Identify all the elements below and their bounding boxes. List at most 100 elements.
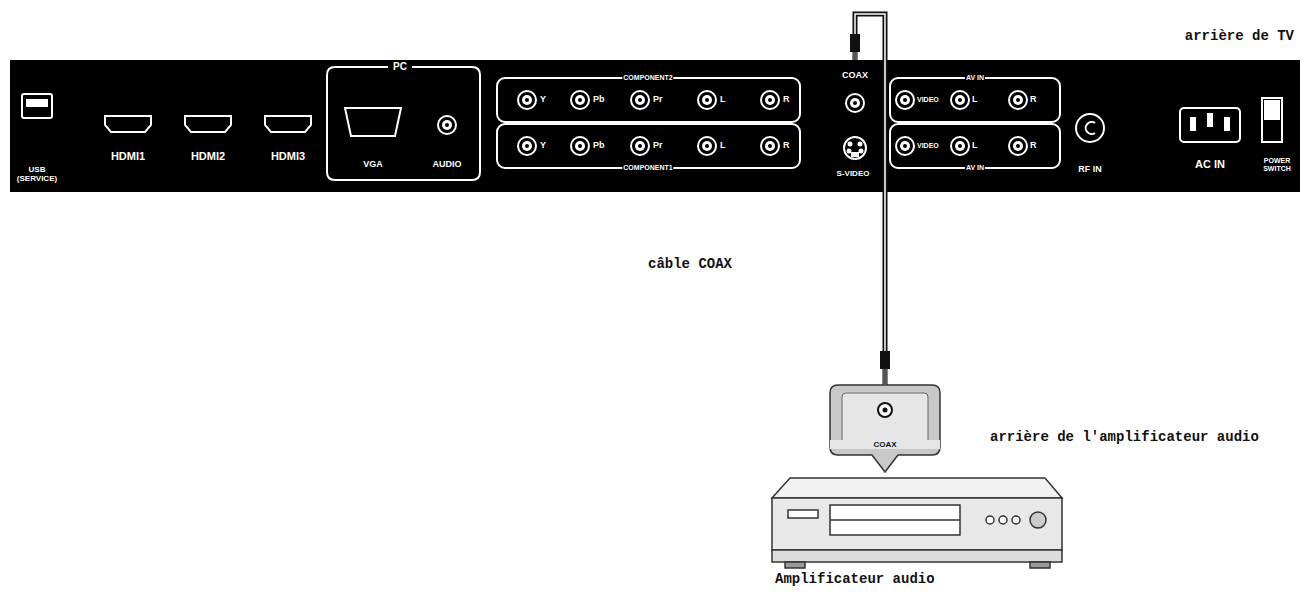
node-text: arrière de TV [1185, 28, 1294, 44]
port-icons-part [1191, 118, 1195, 130]
port-label: Pb [592, 141, 606, 151]
port-icons-part [497, 78, 800, 122]
port-icons-part [849, 143, 852, 146]
coax-cable [850, 14, 890, 385]
port-icons-part [698, 91, 716, 109]
audio-amplifier-part [772, 498, 1062, 550]
port-icons-part [1009, 91, 1027, 109]
port-icons-part [22, 94, 52, 118]
port-icons-part [438, 116, 456, 134]
port-icons-part [1009, 137, 1027, 155]
port-icons-part [631, 137, 649, 155]
port-icons-part [951, 91, 969, 109]
port-icons-part [896, 137, 914, 155]
port-label: AC IN [1194, 158, 1226, 170]
port-label: POWER SWITCH [1258, 157, 1296, 172]
port-label: COMPONENT2 [622, 74, 673, 82]
port-label: R [1029, 95, 1038, 105]
coax-callout-shape-part [878, 403, 892, 417]
port-icons-part [846, 94, 864, 112]
port-label: Y [539, 141, 547, 151]
port-icons-part [890, 124, 1060, 168]
audio-amplifier-part [1030, 562, 1050, 568]
port-label: COMPONENT1 [622, 164, 673, 172]
port-icons-part [265, 116, 311, 132]
port-icons-part [848, 150, 851, 153]
audio-amplifier [772, 478, 1062, 568]
caption-label: arrière de l'amplificateur audio [990, 430, 1290, 445]
port-icons [22, 67, 1282, 180]
rca-plug-tip [883, 369, 887, 385]
coax-callout: COAX [830, 385, 940, 455]
port-icons-part [1208, 114, 1212, 126]
port-label: Pr [652, 141, 664, 151]
port-icons-part [105, 116, 151, 132]
port-icons-part [518, 137, 536, 155]
port-icons-part [1225, 118, 1229, 130]
port-icons-part [1180, 108, 1240, 142]
port-label: AV IN [965, 74, 985, 82]
port-label: L [719, 95, 727, 105]
port-icons-part [1086, 122, 1095, 134]
port-label: R [782, 141, 791, 151]
port-icons-part [571, 91, 589, 109]
port-label: PC [392, 61, 408, 72]
coax-callout-shape [830, 385, 940, 472]
port-label: USB (SERVICE) [12, 166, 62, 184]
port-label: HDMI3 [270, 150, 306, 162]
port-icons-part [951, 137, 969, 155]
audio-amplifier-part [986, 516, 994, 524]
port-icons-part [327, 67, 480, 180]
coax-callout-shape-part [830, 385, 940, 472]
port-label: HDMI1 [110, 150, 146, 162]
coax-callout-shape-part [842, 393, 928, 447]
port-label: VIDEO [916, 142, 940, 150]
port-label: Y [539, 95, 547, 105]
port-icons-part [497, 124, 800, 168]
rca-plug [850, 34, 860, 52]
rca-plug [880, 351, 890, 369]
tv-panel-body [10, 60, 1300, 192]
port-label: L [971, 95, 979, 105]
port-icons-part [761, 91, 779, 109]
port-label: RF IN [1077, 165, 1103, 175]
port-icons-part [571, 137, 589, 155]
port-icons-part [896, 91, 914, 109]
port-icons-part [859, 143, 862, 146]
audio-amplifier-part [999, 516, 1007, 524]
audio-amplifier-part [830, 505, 960, 535]
port-icons-part [852, 153, 858, 156]
port-label: VIDEO [916, 96, 940, 104]
node-text: COAX [830, 440, 940, 449]
coax-callout-shape-part [883, 408, 888, 413]
edge-label: câble COAX [648, 257, 732, 272]
port-icons-part [761, 137, 779, 155]
port-label: Pb [592, 95, 606, 105]
port-label: R [1029, 141, 1038, 151]
audio-amplifier-part [1012, 516, 1020, 524]
port-icons-part [1076, 114, 1104, 142]
audio-amplifier-part [788, 510, 818, 518]
audio-amplifier-part [772, 478, 1062, 498]
port-label: AV IN [965, 164, 985, 172]
port-icons-part [890, 78, 1060, 122]
port-label: S-VIDEO [836, 170, 871, 179]
audio-amplifier-part [772, 550, 1062, 562]
tv-panel-body-part [10, 60, 1300, 192]
port-label: R [782, 95, 791, 105]
cable-core [855, 14, 885, 385]
port-icons-part [631, 91, 649, 109]
port-label: HDMI2 [190, 150, 226, 162]
port-icons-part [518, 91, 536, 109]
port-label: AUDIO [432, 160, 463, 170]
port-icons-part [844, 137, 866, 159]
port-icons-part [345, 108, 401, 136]
rca-plug-tip [853, 52, 857, 60]
audio-amplifier-part [830, 519, 960, 521]
caption-label: Amplificateur audio [775, 572, 935, 587]
port-icons-part [185, 116, 231, 132]
port-icons-part [698, 137, 716, 155]
port-icons-part [1262, 98, 1282, 142]
